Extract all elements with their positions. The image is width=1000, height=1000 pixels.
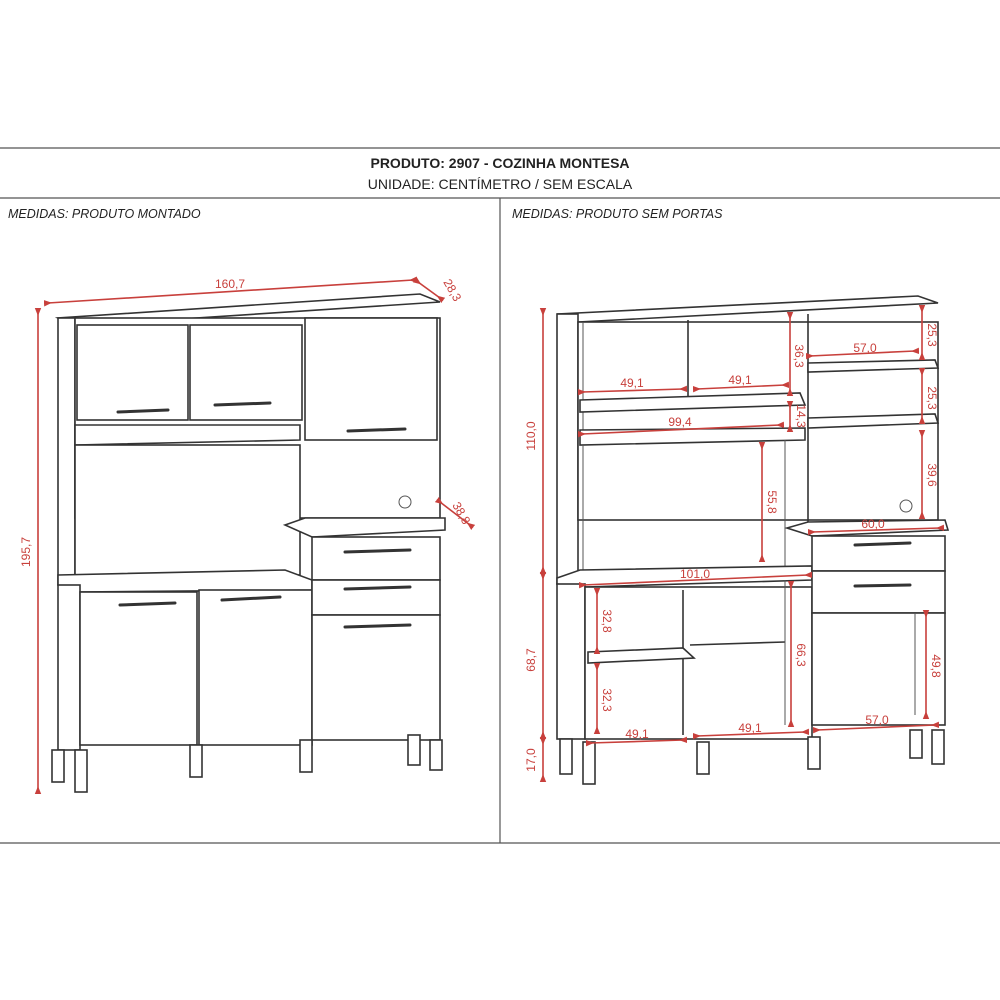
assembled-cabinet — [51, 293, 446, 793]
dim-counter-width: 60,0 — [861, 517, 885, 531]
dim-lower-width-2: 49,1 — [738, 721, 762, 735]
dim-depth: 28,3 — [440, 277, 464, 305]
no-doors-dimensions: 110,0 68,7 17,0 49,1 49,1 36,3 14,3 99,4… — [524, 305, 945, 782]
dim-right-height-1: 25,3 — [925, 323, 939, 347]
dim-niche-mid-width: 49,1 — [728, 373, 752, 387]
cabinet-without-doors — [556, 295, 950, 785]
dim-lower-height: 68,7 — [524, 648, 538, 672]
product-title: PRODUTO: 2907 - COZINHA MONTESA — [370, 155, 629, 171]
dim-lower-mid-height: 66,3 — [794, 643, 808, 667]
dim-tv-height: 55,8 — [765, 490, 779, 514]
dim-width: 160,7 — [215, 277, 245, 291]
frame — [0, 147, 1000, 844]
dim-lower-right-height: 49,8 — [929, 654, 943, 678]
dim-lower-width-1: 49,1 — [625, 727, 649, 741]
dim-leg-height: 17,0 — [524, 748, 538, 772]
dim-niche-height: 36,3 — [792, 344, 806, 368]
dim-right-height-2: 25,3 — [925, 386, 939, 410]
dim-shelf-gap: 14,3 — [794, 404, 808, 428]
dim-right-top-width: 57,0 — [853, 341, 877, 355]
dim-lower-right-width: 57,0 — [865, 713, 889, 727]
dim-upper-shelf-width: 99,4 — [668, 415, 692, 429]
left-panel-label: MEDIDAS: PRODUTO MONTADO — [8, 207, 201, 221]
dim-upper-height: 110,0 — [524, 421, 538, 450]
dim-lower-height-2: 32,3 — [600, 688, 614, 712]
dim-counter-depth: 38,8 — [449, 500, 473, 528]
unit-subtitle: UNIDADE: CENTÍMETRO / SEM ESCALA — [368, 176, 633, 192]
dim-base-width: 101,0 — [680, 567, 710, 581]
right-panel-label: MEDIDAS: PRODUTO SEM PORTAS — [512, 207, 723, 221]
dim-right-height-3: 39,6 — [925, 463, 939, 487]
dim-lower-height-1: 32,8 — [600, 609, 614, 633]
dim-niche-left-width: 49,1 — [620, 376, 644, 390]
dim-height: 195,7 — [19, 537, 33, 567]
